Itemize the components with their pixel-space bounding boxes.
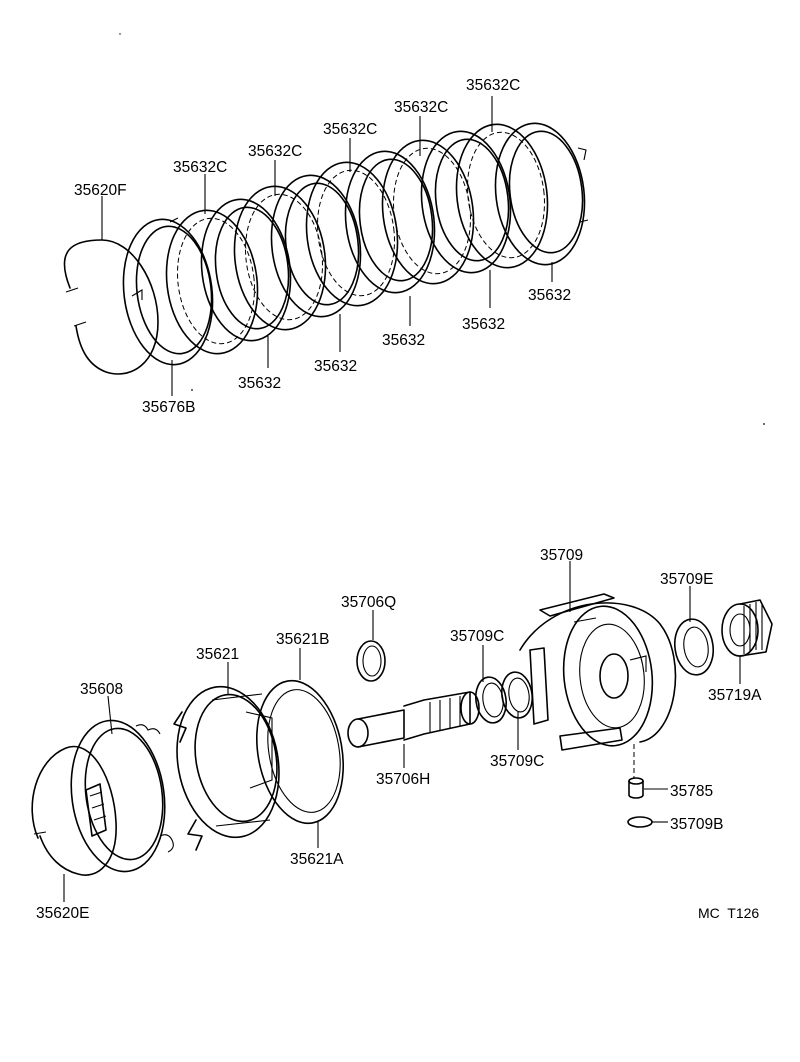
clutch-plate-35632-3: [344, 150, 436, 294]
seal-rings-35709c: [475, 671, 533, 724]
label-35632: 35632: [238, 375, 281, 392]
upper-labels: 35620F 35632C 35632C 35632C 35632C 35632…: [74, 77, 571, 416]
label-35706q: 35706Q: [341, 594, 396, 611]
thrust-washer-35621b: [255, 679, 345, 825]
sun-gear-drum-35621: [173, 685, 280, 851]
diagram-code: MC T126: [698, 905, 759, 921]
washer-35709e: [673, 618, 715, 676]
label-35632c: 35632C: [248, 143, 302, 160]
label-35632c: 35632C: [466, 77, 520, 94]
bushing-35706q: [356, 640, 386, 682]
label-35621: 35621: [196, 646, 239, 663]
label-35785: 35785: [670, 783, 713, 800]
shaft-35706h: [347, 691, 480, 748]
label-35719a: 35719A: [708, 687, 762, 704]
clutch-plate-35632-5: [494, 122, 589, 266]
clutch-disc-35632c-1: [165, 209, 259, 355]
carrier-housing-35709: [519, 593, 677, 778]
label-35709b: 35709B: [670, 816, 723, 833]
pin-35785: [628, 777, 644, 799]
label-35676b: 35676B: [142, 399, 195, 416]
label-35608: 35608: [80, 681, 123, 698]
label-35709e: 35709E: [660, 571, 713, 588]
label-35706h: 35706H: [376, 771, 430, 788]
o-ring-35709b: [627, 816, 653, 828]
label-35632c: 35632C: [394, 99, 448, 116]
clutch-plate-35632-1: [200, 198, 292, 342]
clutch-disc-35632c-2: [233, 185, 327, 331]
clutch-disc-35632c-5: [455, 123, 549, 269]
label-35621b: 35621B: [276, 631, 329, 648]
pressure-plate-35676b: [122, 217, 214, 366]
clutch-pack-assembly: [63, 122, 589, 375]
clutch-plate-35632-2: [270, 174, 362, 318]
label-35620e: 35620E: [36, 905, 89, 922]
label-35709c: 35709C: [490, 753, 544, 770]
upper-leader-lines: [101, 96, 553, 396]
label-35709: 35709: [540, 547, 583, 564]
splined-hub-35719a: [721, 599, 773, 657]
label-35632: 35632: [462, 316, 505, 333]
label-35632: 35632: [528, 287, 571, 304]
snap-ring-35620e: [31, 745, 117, 876]
label-35621a: 35621A: [290, 851, 344, 868]
label-35632c: 35632C: [173, 159, 227, 176]
lower-leader-lines: [63, 561, 741, 902]
label-35632: 35632: [382, 332, 425, 349]
one-way-clutch-35608: [70, 719, 174, 873]
label-35632c: 35632C: [323, 121, 377, 138]
label-35632: 35632: [314, 358, 357, 375]
scan-specks: [119, 33, 765, 425]
lower-labels: 35608 35621 35621B 35706Q 35709 35709E 3…: [36, 547, 762, 922]
label-35620f: 35620F: [74, 182, 127, 199]
snap-ring-35620f: [63, 239, 159, 375]
label-35709c: 35709C: [450, 628, 504, 645]
